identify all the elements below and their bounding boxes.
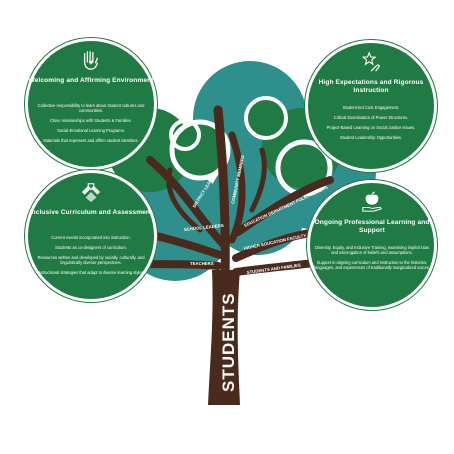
- heart-hand-icon: [83, 51, 99, 70]
- canopy-ring-small: [169, 119, 201, 151]
- panel-item: Critical Examination of Power Structures…: [333, 115, 409, 120]
- diverse-hands-icon: [81, 183, 101, 203]
- panel-item: Support in aligning curriculum and instr…: [314, 260, 430, 270]
- panel-items: Diversity, Equity, and Inclusive Trainin…: [310, 245, 434, 275]
- panel-item: Collective responsibility to learn about…: [37, 103, 145, 113]
- branch-label-school-leaders: SCHOOL LEADERS: [184, 223, 224, 232]
- star-hand-icon: [361, 51, 380, 72]
- trunk: [208, 270, 240, 405]
- panel-item: Student Leadership Opportunities.: [339, 135, 403, 140]
- panel-item: Diversity, Equity, and Inclusive Trainin…: [315, 245, 429, 255]
- panel-item: Close relationships with Students & Fami…: [50, 118, 132, 123]
- canopy-ring-top: [244, 96, 288, 140]
- panel-item: Instructional strategies that adapt to d…: [37, 270, 145, 275]
- canopy-ring-left: [169, 119, 231, 181]
- apple-hand-icon: [362, 191, 382, 212]
- panel-items: Collective responsibility to learn about…: [28, 103, 154, 148]
- panel-title: Ongoing Professional Learning and Suppor…: [314, 219, 430, 234]
- panel-professional-learning: Ongoing Professional Learning and Suppor…: [307, 180, 437, 310]
- panel-item: Current events incorporated into instruc…: [51, 235, 131, 240]
- panel-high-expectations: High Expectations and Rigorous Instructi…: [305, 40, 437, 172]
- panel-title: Welcoming and Affirming Environment: [28, 77, 154, 84]
- panel-item: Social-Emotional Learning Programs.: [57, 128, 125, 133]
- panel-item: Resources written and developed by racia…: [37, 255, 145, 265]
- panel-item: Students as co-designers of curriculum.: [55, 245, 127, 250]
- panel-items: Current events incorporated into instruc…: [28, 235, 154, 280]
- panel-item: Materials that represent and affirm stud…: [43, 138, 139, 143]
- panel-inclusive-curriculum: Inclusive Curriculum and Assessment Curr…: [25, 170, 157, 302]
- panel-item: Student-led Civic Engagement.: [342, 105, 400, 110]
- panel-title: High Expectations and Rigorous Instructi…: [318, 79, 424, 94]
- panel-welcoming-affirming: Welcoming and Affirming Environment Coll…: [25, 38, 157, 170]
- panel-title: Inclusive Curriculum and Assessment: [29, 209, 153, 216]
- branch-label-teachers: TEACHERS: [190, 261, 214, 266]
- panel-item: Project-Based Learning on Social Justice…: [326, 125, 416, 130]
- trunk-label-students: STUDENTS: [219, 292, 238, 392]
- panel-items: Student-led Civic Engagement. Critical E…: [308, 105, 434, 145]
